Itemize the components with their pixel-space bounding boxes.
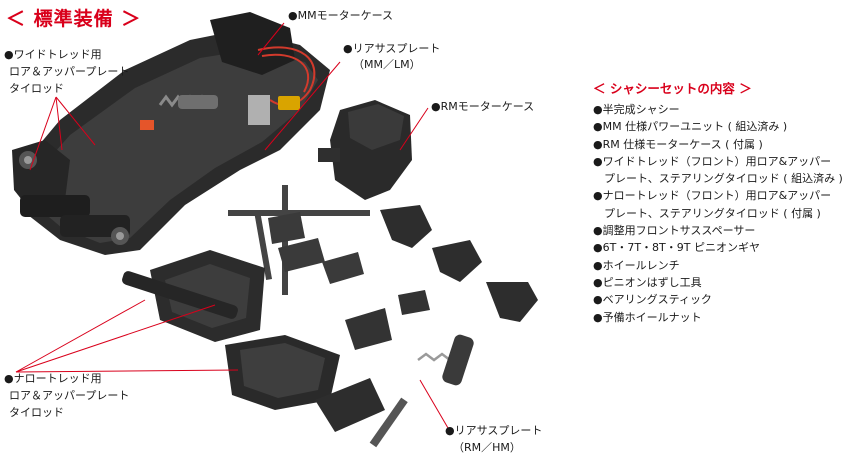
label-rear-plate-mm-lm-2: （MM／LM） xyxy=(353,58,421,71)
contents-title: ＜ シャシーセットの内容 ＞ xyxy=(593,81,752,96)
list-item: ●ワイドトレッド（フロント）用ロア&アッパー xyxy=(593,154,832,168)
list-item: ●予備ホイールナット xyxy=(593,310,702,324)
chassis-assembly xyxy=(12,12,330,255)
label-rear-plate-rm-hm-1: ●リアサスプレート xyxy=(445,424,543,437)
list-item: ●ピニオンはずし工具 xyxy=(593,275,702,289)
list-item: ●半完成シャシー xyxy=(593,103,680,116)
knuckles xyxy=(380,205,538,322)
list-item: ●6T・7T・8T・9T ピニオンギヤ xyxy=(593,241,760,255)
label-wide-tread-1: ●ワイドトレッド用 xyxy=(4,48,102,61)
list-item: ●ホイールレンチ xyxy=(593,258,680,272)
spacer-sprue xyxy=(228,185,370,295)
list-item: プレート、ステアリングタイロッド ( 組込済み ) xyxy=(604,172,843,186)
list-item: ●ナロートレッド（フロント）用ロア&アッパー xyxy=(593,189,832,203)
label-rear-plate-rm-hm-2: （RM／HM） xyxy=(453,441,521,454)
label-rm-motor-case: ●RMモーターケース xyxy=(431,100,535,113)
narrow-tread-plates xyxy=(122,250,340,410)
list-item: プレート、ステアリングタイロッド ( 付属 ) xyxy=(604,206,821,220)
callout-lines xyxy=(15,22,449,429)
list-item: ●RM 仕様モーターケース ( 付属 ) xyxy=(593,137,763,151)
label-wide-tread-2: ロア＆アッパープレート xyxy=(9,65,130,78)
list-item: ●調整用フロントサススペーサー xyxy=(593,224,756,238)
rear-plates-and-tools xyxy=(315,290,474,448)
list-item: ●ベアリングスティック xyxy=(593,293,712,307)
label-rear-plate-mm-lm-1: ●リアサスプレート xyxy=(343,42,441,55)
label-narrow-tread-3: タイロッド xyxy=(9,406,64,419)
label-wide-tread-3: タイロッド xyxy=(9,82,64,95)
rm-motor-case xyxy=(318,100,412,200)
label-narrow-tread-1: ●ナロートレッド用 xyxy=(4,372,102,385)
page-title: ＜ 標準装備 ＞ xyxy=(6,8,142,30)
label-mm-motor-case: ●MMモーターケース xyxy=(288,9,394,22)
contents-list: ●半完成シャシー ●MM 仕様パワーユニット ( 組込済み ) ●RM 仕様モー… xyxy=(593,101,843,326)
list-item: ●MM 仕様パワーユニット ( 組込済み ) xyxy=(593,120,788,134)
label-narrow-tread-2: ロア＆アッパープレート xyxy=(9,389,130,402)
